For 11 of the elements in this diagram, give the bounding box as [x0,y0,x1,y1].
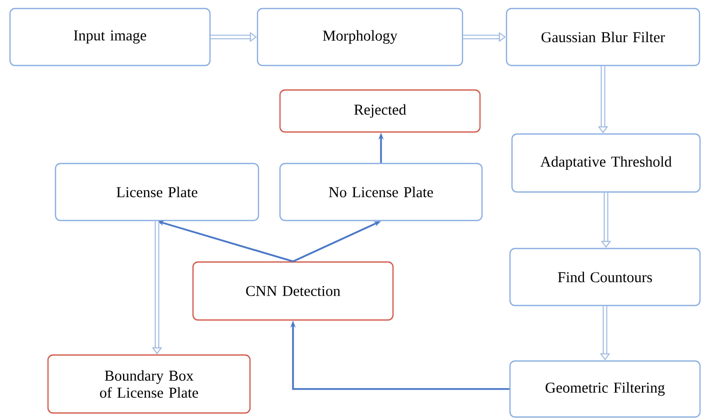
process-box: Find Countours [509,248,701,306]
process-box: Gaussian Blur Filter [506,8,700,66]
process-box: Boundary Box of License Plate [47,354,251,414]
process-box: Geometric Filtering [509,360,701,418]
process-box: Morphology [256,8,464,66]
process-box: No License Plate [279,162,483,222]
process-box: License Plate [54,162,260,222]
process-box: Rejected [279,89,481,133]
process-box: Adaptative Threshold [511,133,701,193]
process-box: Input image [9,8,211,66]
process-box: CNN Detection [192,261,394,321]
